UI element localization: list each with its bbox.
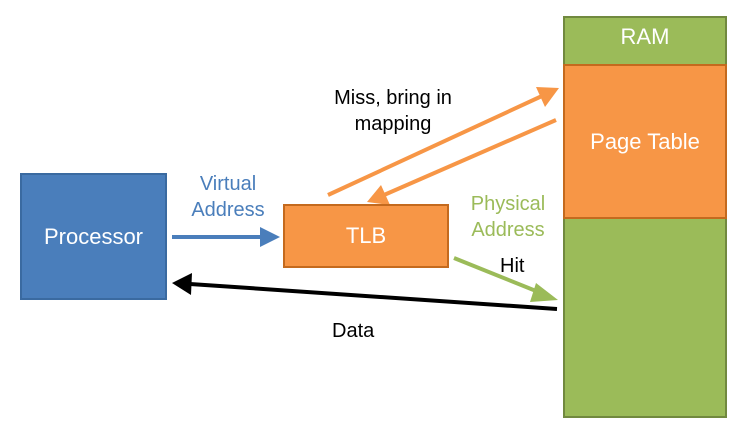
physical-address-line2: Address — [471, 219, 545, 241]
miss-request-arrow — [327, 87, 559, 197]
hit-label: Hit — [500, 255, 525, 277]
tlb-box: TLB — [283, 204, 449, 268]
physical-address-arrow — [453, 256, 558, 302]
page-table-box: Page Table — [563, 64, 727, 219]
physical-address-line1: Physical — [470, 193, 546, 215]
data-label: Data — [332, 320, 375, 342]
virtual-address-arrow — [172, 227, 280, 247]
processor-label: Processor — [43, 223, 144, 249]
physical-address-label: Physical Address — [455, 191, 561, 243]
data-arrow — [172, 273, 558, 311]
virtual-address-line2: Address — [191, 199, 265, 221]
miss-line2: mapping — [354, 113, 432, 135]
page-table-label: Page Table — [590, 128, 700, 154]
mapping-return-arrow — [367, 118, 557, 205]
tlb-label: TLB — [345, 223, 387, 248]
virtual-address-line1: Virtual — [199, 173, 257, 195]
processor-box: Processor — [20, 173, 167, 300]
miss-line1: Miss, bring in — [334, 87, 452, 109]
miss-label: Miss, bring in mapping — [308, 85, 478, 137]
virtual-address-label: Virtual Address — [178, 171, 278, 223]
ram-label: RAM — [620, 24, 670, 49]
